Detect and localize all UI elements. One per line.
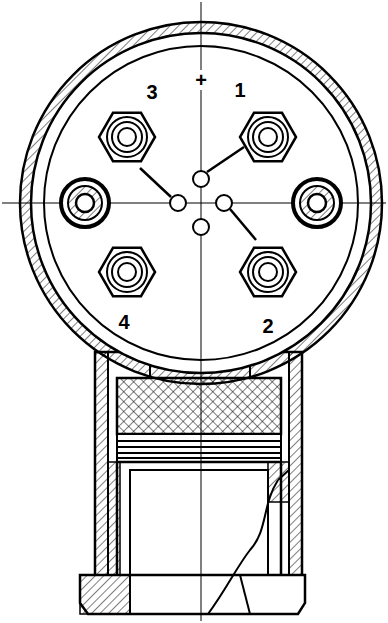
pin-number: 2 [261, 316, 274, 336]
polarity-mark: + [194, 70, 208, 90]
pin-number: 3 [145, 82, 158, 102]
pin-number: 4 [117, 312, 130, 332]
pin-number: 1 [233, 80, 246, 100]
